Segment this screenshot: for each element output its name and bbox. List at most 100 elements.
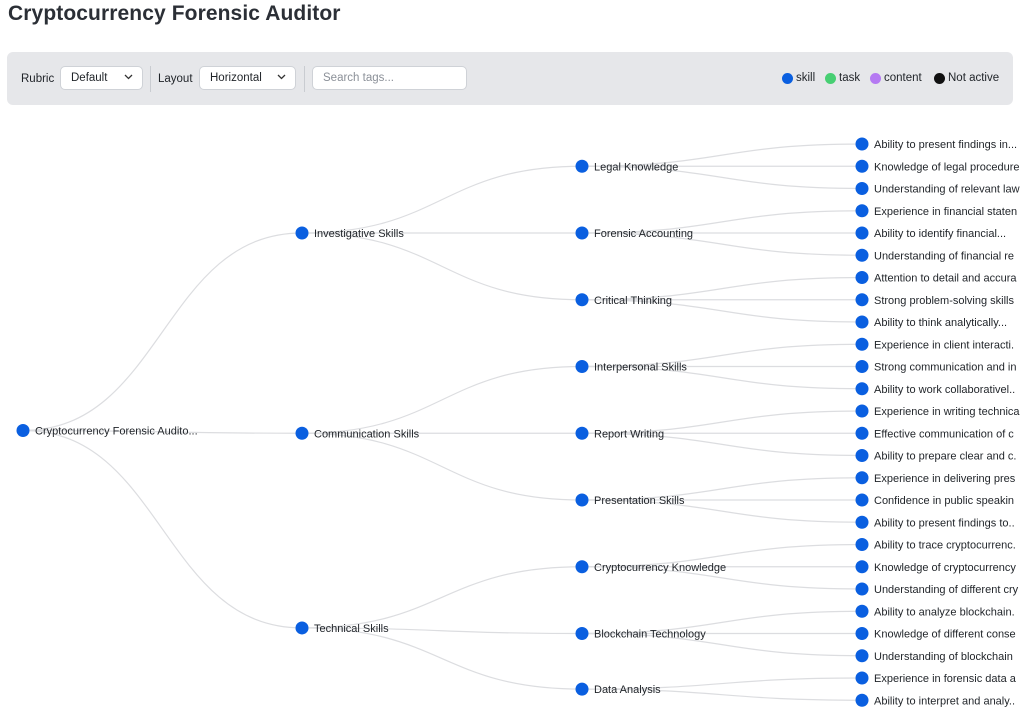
tree-leaf-node[interactable] — [855, 515, 869, 529]
tree-leaf-label[interactable]: Ability to identify financial... — [874, 228, 1006, 240]
tree-leaf-label[interactable]: Strong communication and in — [874, 362, 1016, 374]
tree-leaf-node[interactable] — [855, 204, 869, 218]
tree-root-node[interactable] — [16, 423, 30, 437]
tree-link — [301, 627, 583, 635]
tree-leaf-node[interactable] — [855, 493, 869, 507]
tree-link — [581, 477, 863, 501]
tree-level2-label[interactable]: Report Writing — [594, 428, 664, 440]
layout-select-value: Horizontal — [210, 72, 262, 84]
search-tags-input[interactable] — [312, 66, 467, 90]
tree-leaf-node[interactable] — [855, 582, 869, 596]
tree-leaf-node[interactable] — [855, 471, 869, 485]
tree-link — [581, 677, 863, 690]
rubric-select-value: Default — [71, 72, 108, 84]
tree-leaf-node[interactable] — [855, 293, 869, 307]
tree-link — [301, 566, 583, 629]
tree-leaf-node[interactable] — [855, 137, 869, 151]
tree-level1-label[interactable]: Technical Skills — [314, 623, 389, 635]
tree-level2-node[interactable] — [575, 682, 589, 696]
tree-level2-label[interactable]: Forensic Accounting — [594, 228, 693, 240]
tree-level1-node[interactable] — [295, 426, 309, 440]
tree-link — [581, 410, 863, 434]
tree-leaf-label[interactable]: Knowledge of legal procedure — [874, 161, 1020, 173]
tree-link — [581, 610, 863, 635]
tree-link — [301, 432, 583, 501]
tree-link — [581, 543, 863, 568]
tree-leaf-label[interactable]: Attention to detail and accura — [874, 273, 1017, 285]
tree-link — [581, 499, 863, 523]
tree-link — [581, 165, 863, 190]
tree-leaf-label[interactable]: Understanding of financial re — [874, 250, 1014, 262]
tree-level2-label[interactable]: Presentation Skills — [594, 495, 685, 507]
rubric-select[interactable]: Default — [60, 66, 143, 90]
tree-leaf-label[interactable]: Knowledge of different conse — [874, 629, 1016, 641]
legend-content-dot — [870, 73, 881, 84]
tree-leaf-node[interactable] — [855, 382, 869, 396]
tree-level2-label[interactable]: Interpersonal Skills — [594, 362, 687, 374]
tree-leaf-node[interactable] — [855, 404, 869, 418]
tree-leaf-node[interactable] — [855, 560, 869, 574]
tree-leaf-node[interactable] — [855, 337, 869, 351]
tree-leaf-node[interactable] — [855, 538, 869, 551]
tree-level2-node[interactable] — [575, 293, 589, 307]
tree-level2-node[interactable] — [575, 560, 589, 574]
tree-leaf-label[interactable]: Confidence in public speakin — [874, 495, 1014, 507]
tree-leaf-label[interactable]: Understanding of blockchain — [874, 651, 1013, 663]
tree-leaf-node[interactable] — [855, 693, 869, 707]
tree-level2-node[interactable] — [575, 627, 589, 640]
tree-leaf-label[interactable]: Ability to present findings to.. — [874, 517, 1015, 529]
tree-leaf-label[interactable]: Experience in delivering pres — [874, 473, 1016, 485]
legend-task-dot — [825, 73, 836, 84]
tree-leaf-node[interactable] — [855, 226, 869, 240]
tree-leaf-label[interactable]: Strong problem-solving skills — [874, 295, 1014, 307]
tree-level2-label[interactable]: Data Analysis — [594, 684, 661, 696]
tree-leaf-node[interactable] — [855, 182, 869, 195]
tree-level1-label[interactable]: Communication Skills — [314, 428, 420, 440]
tree-leaf-node[interactable] — [855, 248, 869, 262]
tree-leaf-node[interactable] — [855, 426, 869, 440]
tree-leaf-node[interactable] — [855, 449, 869, 462]
tree-leaf-label[interactable]: Ability to prepare clear and c. — [874, 451, 1016, 463]
tree-leaf-node[interactable] — [855, 315, 869, 329]
tree-leaf-node[interactable] — [855, 649, 869, 663]
tree-leaf-label[interactable]: Ability to present findings in... — [874, 139, 1017, 151]
tree-level1-node[interactable] — [295, 621, 309, 635]
layout-select[interactable]: Horizontal — [199, 66, 296, 90]
tree-leaf-label[interactable]: Understanding of relevant law — [874, 184, 1020, 196]
tree-level2-label[interactable]: Legal Knowledge — [594, 161, 678, 173]
tree-leaf-label[interactable]: Experience in financial staten — [874, 206, 1017, 218]
tree-leaf-label[interactable]: Ability to interpret and analy.. — [874, 695, 1015, 707]
tree-level1-label[interactable]: Investigative Skills — [314, 228, 404, 240]
tree-leaf-node[interactable] — [855, 604, 869, 618]
tree-leaf-node[interactable] — [855, 159, 869, 173]
tree-level2-node[interactable] — [575, 159, 589, 173]
tree-leaf-label[interactable]: Experience in client interacti. — [874, 339, 1014, 351]
tree-link — [581, 143, 863, 167]
tree-level2-label[interactable]: Critical Thinking — [594, 295, 672, 307]
tree-leaf-label[interactable]: Ability to trace cryptocurrenc. — [874, 540, 1016, 552]
tree-link — [301, 165, 583, 234]
tree-leaf-label[interactable]: Experience in writing technica — [874, 406, 1020, 418]
tree-leaf-label[interactable]: Understanding of different cry — [874, 584, 1019, 596]
tree-link — [581, 566, 863, 590]
tree-level2-node[interactable] — [575, 360, 589, 373]
tree-leaf-label[interactable]: Knowledge of cryptocurrency — [874, 562, 1016, 574]
layout-label: Layout — [158, 73, 193, 85]
tree-level2-label[interactable]: Cryptocurrency Knowledge — [594, 562, 726, 574]
tree-level2-node[interactable] — [575, 493, 589, 507]
tree-leaf-label[interactable]: Ability to work collaborativel.. — [874, 384, 1015, 396]
tree-level2-node[interactable] — [575, 426, 589, 440]
tree-level2-node[interactable] — [575, 226, 589, 240]
tree-leaf-label[interactable]: Ability to think analytically... — [874, 317, 1007, 329]
tree-leaf-label[interactable]: Effective communication of c — [874, 428, 1014, 440]
tree-leaf-node[interactable] — [855, 360, 869, 373]
tree-level1-node[interactable] — [295, 226, 309, 240]
tree-leaf-label[interactable]: Experience in forensic data a — [874, 673, 1017, 685]
tree-leaf-node[interactable] — [855, 671, 869, 685]
tree-leaf-label[interactable]: Ability to analyze blockchain. — [874, 606, 1015, 618]
tree-leaf-node[interactable] — [855, 271, 869, 284]
tree-level2-label[interactable]: Blockchain Technology — [594, 629, 706, 641]
tree-leaf-node[interactable] — [855, 627, 869, 640]
tree-root-label[interactable]: Cryptocurrency Forensic Audito... — [35, 425, 198, 437]
